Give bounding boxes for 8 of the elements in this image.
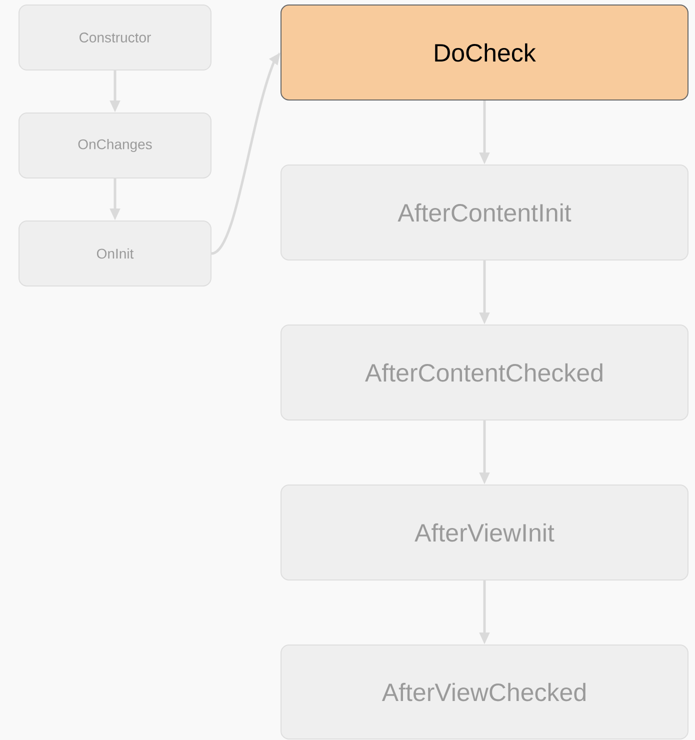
lifecycle-box: OnChanges: [18, 112, 212, 178]
lifecycle-box: AfterViewChecked: [280, 644, 688, 740]
lifecycle-box: AfterContentChecked: [280, 324, 688, 420]
lifecycle-box: AfterViewInit: [280, 484, 688, 580]
lifecycle-box: DoCheck: [280, 4, 688, 100]
lifecycle-box: Constructor: [18, 4, 212, 70]
lifecycle-box: AfterContentInit: [280, 164, 688, 260]
lifecycle-box: OnInit: [18, 220, 212, 286]
